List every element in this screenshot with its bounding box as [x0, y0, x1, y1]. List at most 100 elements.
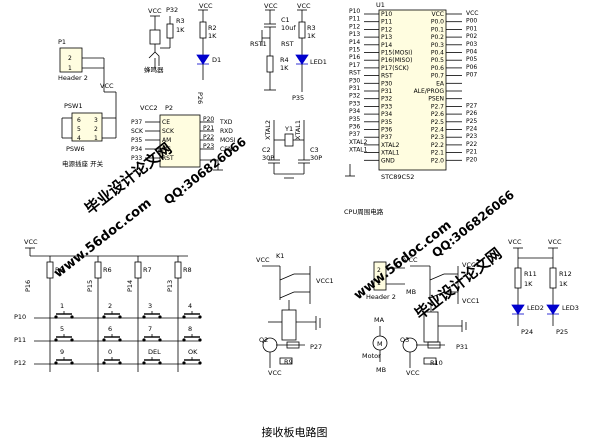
q3-vcc: VCC [406, 369, 420, 377]
keypad-key-switch: DEL [142, 348, 162, 365]
r2-ref: R2 [208, 24, 217, 32]
u1-pin-right: VCC [432, 11, 444, 18]
u1-mcu: U1 STC89C52 P10P10P11P11P12P12P13P13P14P… [349, 1, 478, 181]
u1-net-left: P16 [349, 54, 360, 61]
motor-mb: MB [376, 366, 386, 374]
relay2-vcc1-bottom: VCC1 [462, 297, 480, 305]
keypad-key-label: 1 [60, 302, 64, 310]
svg-text:1: 1 [94, 135, 98, 142]
svg-text:1: 1 [68, 65, 72, 72]
led3-ref: LED3 [562, 304, 579, 312]
svg-text:M: M [377, 340, 383, 348]
keypad-resistor-ref: R5 [55, 266, 64, 274]
rst-net: RST [281, 40, 294, 48]
relay2-vcc: VCC [404, 256, 418, 264]
keypad-key-switch: 3 [142, 302, 162, 319]
k1-ref: K1 [276, 252, 284, 260]
u1-pin-left: RST [381, 73, 393, 80]
psw1-ref: PSW1 [64, 102, 83, 110]
buzzer-circuit: VCC P32 R3 1K 蜂鸣器 [144, 6, 185, 74]
u1-net-right: P22 [466, 141, 477, 148]
keypad-key-label: 0 [108, 348, 112, 356]
p2-pin-left: AM [162, 137, 171, 144]
u1-pin-right: P2.0 [431, 157, 444, 164]
q3-net: P31 [456, 343, 468, 351]
keypad-vcc: VCC [24, 238, 38, 246]
u1-net-right: P23 [466, 133, 477, 140]
watermark-layer: 毕业设计论文网 QQ:306826066 www.56doc.com www.5… [51, 135, 517, 324]
p1-label: Header 2 [58, 74, 88, 82]
u1-net-left: RST [349, 70, 361, 77]
c3-value: 30P [310, 154, 322, 162]
led-d1-circuit: VCC R2 1K D1 P26 [196, 2, 221, 104]
u1-part-number: STC89C52 [381, 173, 414, 181]
u1-net-left: P34 [349, 108, 360, 115]
keypad-pullup-resistor [134, 261, 142, 279]
led1-r-value: 1K [307, 32, 316, 40]
u1-net-left: P35 [349, 116, 360, 123]
r10-ref: R10 [430, 359, 443, 367]
motor-ma: MA [374, 316, 385, 324]
led1-vcc: VCC [297, 2, 311, 10]
u1-net-left: XTAL1 [349, 147, 368, 154]
u1-pin-right: P2.7 [431, 103, 444, 110]
svg-text:4: 4 [77, 135, 81, 142]
psw6-ref: PSW6 [66, 145, 85, 153]
c2-value: 30P [262, 154, 274, 162]
u1-pin-right: P2.2 [431, 142, 444, 149]
u1-net-left: P11 [349, 16, 360, 23]
keypad-key-label: 3 [148, 302, 152, 310]
keypad-key-label: 9 [60, 348, 64, 356]
u1-net-right: P05 [466, 56, 477, 63]
schematic-caption: 接收板电路图 [261, 426, 328, 439]
u1-pin-left: P12 [381, 26, 392, 33]
led2-ref: LED2 [527, 304, 544, 312]
k1-vcc1: VCC1 [316, 277, 334, 285]
u1-pin-right: P0.6 [431, 65, 444, 72]
p2-pin-left: CE [162, 119, 170, 126]
led3-net: P25 [556, 328, 568, 336]
p16-net: P16 [24, 280, 32, 292]
p11-net: P11 [14, 336, 26, 344]
u1-body [378, 9, 447, 171]
u1-pin-right: P0.1 [431, 26, 444, 33]
p2-pin-right: CSN [220, 146, 233, 153]
keypad-key-switch: 2 [102, 302, 122, 319]
u1-pin-left: P33 [381, 103, 392, 110]
svg-text:2: 2 [94, 126, 98, 133]
u1-net-right: P21 [466, 149, 477, 156]
u1-pin-left: P13 [381, 34, 392, 41]
watermark-site-cn-left: 毕业设计论文网 [81, 139, 175, 218]
u1-pin-right: P2.6 [431, 111, 444, 118]
u1-net-right: P03 [466, 41, 477, 48]
buzzer-label: 蜂鸣器 [144, 65, 164, 74]
p2-net-left: SCK [131, 128, 144, 135]
u1-pin-left: P32 [381, 96, 392, 103]
svg-text:5: 5 [77, 126, 81, 133]
q2-net: P27 [310, 343, 322, 351]
p2-pin-left: MS [162, 146, 171, 153]
svg-text:2: 2 [377, 267, 381, 274]
power-switch-caption: 电源插座 开关 [62, 159, 104, 168]
p12-net: P12 [14, 359, 26, 367]
u1-net-right: P04 [466, 49, 477, 56]
u1-net-right: P20 [466, 156, 477, 163]
u1-pin-right: P0.7 [431, 73, 444, 80]
p2-net-right: P20 [203, 116, 214, 123]
u1-pin-right: P2.5 [431, 119, 444, 126]
cpu-circuit-caption: CPU周围电路 [344, 207, 384, 216]
keypad-key-switch: 6 [102, 325, 122, 342]
p2-net-right: P22 [203, 134, 214, 141]
u1-net-left: XTAL2 [349, 139, 368, 146]
svg-text:2: 2 [68, 55, 72, 62]
status-leds-circuit: VCC VCC R11 1K R12 1K LED2 LED3 P24 P25 [508, 238, 579, 336]
p2-net-left: P37 [131, 119, 142, 126]
u1-net-right: VCC [466, 10, 478, 17]
q2-vcc: VCC [268, 369, 282, 377]
r3-ref: R3 [176, 17, 185, 25]
keypad-key-label: 4 [188, 302, 192, 310]
u1-pin-right: P2.1 [431, 150, 444, 157]
